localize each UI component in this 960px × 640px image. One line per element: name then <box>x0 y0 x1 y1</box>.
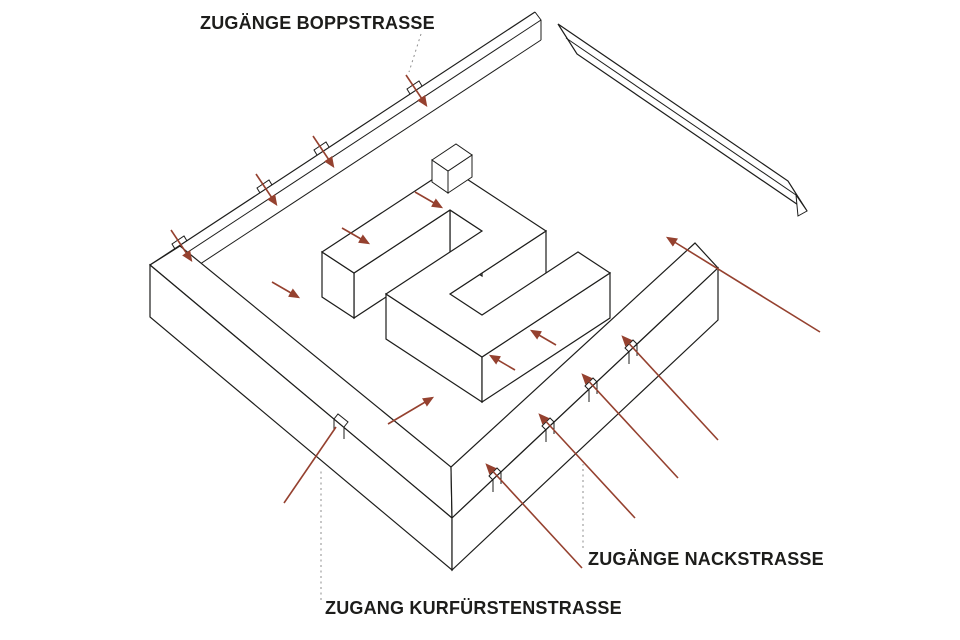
entrance-arrows-nackstrasse <box>485 329 719 569</box>
label-leaders <box>320 33 584 600</box>
entrance-arrows-boppstrasse <box>170 74 444 299</box>
entrance-arrows-kurfuerstenstrasse <box>283 396 435 504</box>
front-face-right <box>451 266 719 572</box>
slab-end-cap-right <box>534 11 542 40</box>
bar-ridge-line <box>565 37 797 196</box>
roof-tower <box>431 143 473 194</box>
bar-building <box>557 23 808 217</box>
courtyard-building-top-face <box>320 167 612 358</box>
bar-gable-end <box>795 193 808 217</box>
label-nackstrasse: ZUGÄNGE NACKSTRASSE <box>588 549 824 569</box>
boppstrasse-wing <box>149 11 542 294</box>
nackstrasse-gate-notches <box>488 339 638 492</box>
leader-boppstrasse <box>408 33 422 73</box>
label-kurfuerstenstrasse: ZUGANG KURFÜRSTENSTRASSE <box>325 598 622 618</box>
label-boppstrasse: ZUGÄNGE BOPPSTRASSE <box>200 13 435 33</box>
slab-inner-base-edge <box>155 39 542 294</box>
slab-inner-top-edge <box>155 19 542 274</box>
slab-outer-edge <box>149 11 536 266</box>
courtyard-building <box>320 143 612 404</box>
entrance-arrow-east <box>665 236 821 333</box>
